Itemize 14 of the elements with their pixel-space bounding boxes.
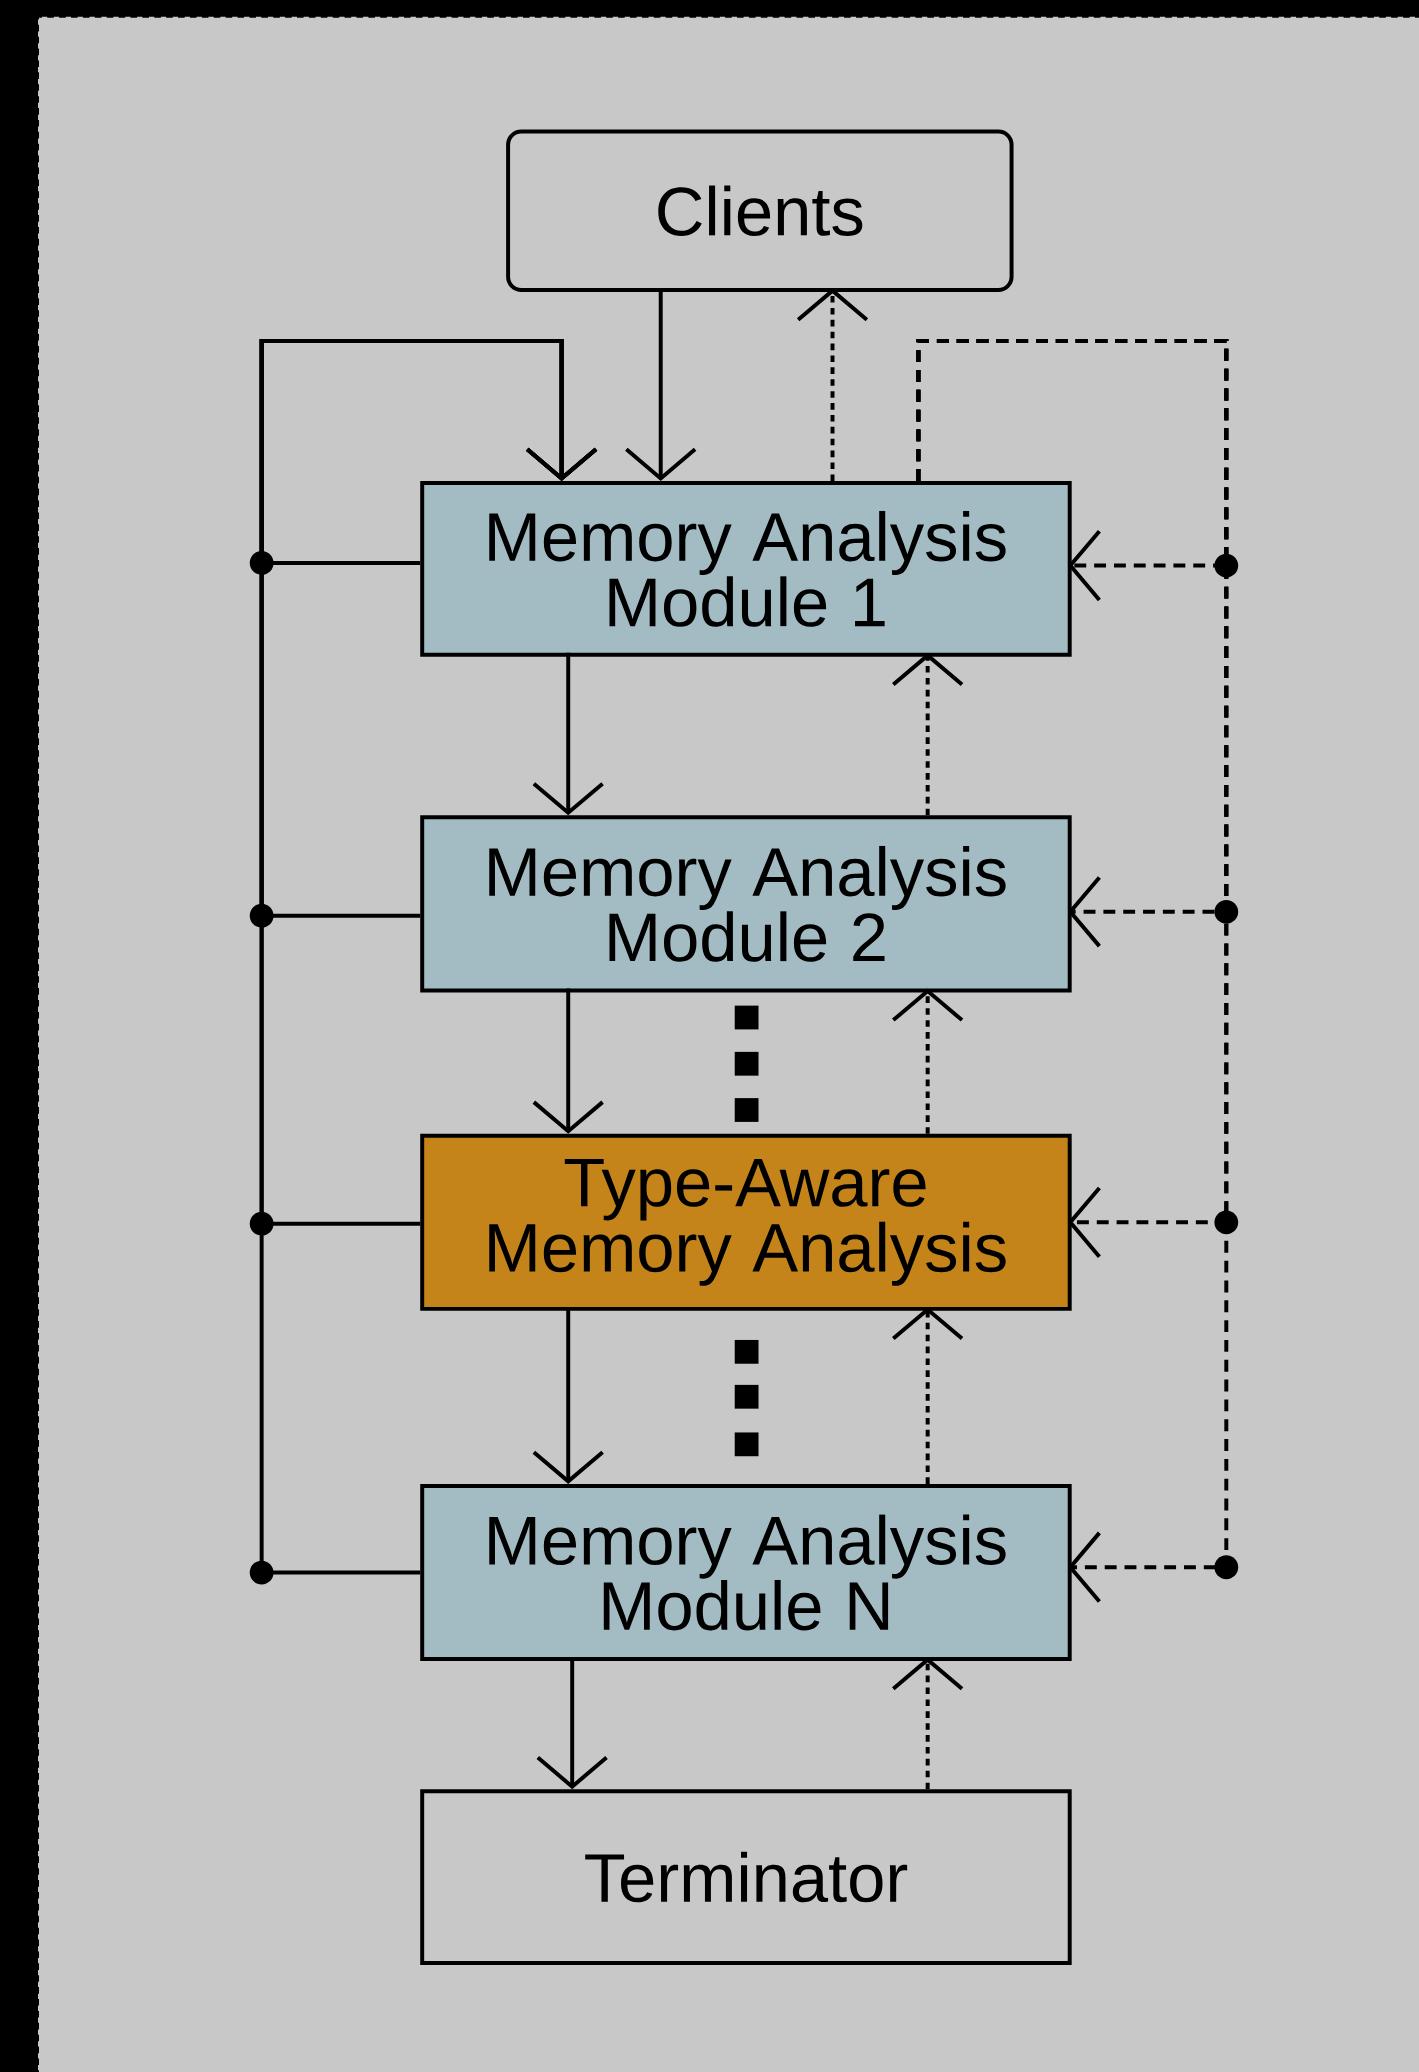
module-box: Memory Analysis Module N (420, 1484, 1072, 1662)
arrow (259, 338, 598, 1575)
arrow (916, 338, 1229, 1603)
process-box: Clients (506, 129, 1014, 293)
arrow (891, 652, 964, 816)
arrow (891, 988, 964, 1134)
arrow (532, 652, 604, 816)
process-box: Terminator (420, 1789, 1072, 1965)
module-box: Memory Analysis Module 2 (420, 815, 1072, 993)
arrow (532, 1306, 604, 1484)
arrow (796, 288, 869, 481)
module-box: Memory Analysis Module 1 (420, 481, 1072, 657)
highlighted-box: Type-Aware Memory Analysis (420, 1133, 1072, 1311)
arrow (532, 988, 604, 1134)
